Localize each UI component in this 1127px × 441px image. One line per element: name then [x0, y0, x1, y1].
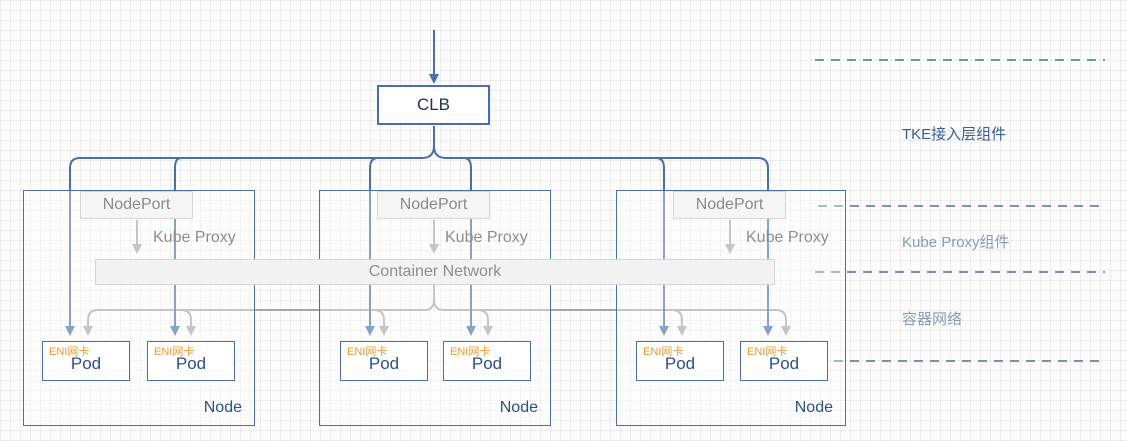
nodeport-box-1: NodePort	[80, 191, 193, 219]
eni-label: ENI网卡	[49, 346, 90, 358]
container-network-arrows	[83, 285, 791, 336]
node-label: Node	[203, 399, 242, 416]
pod-box: ENI网卡 Pod	[340, 341, 428, 381]
pod-label: Pod	[175, 354, 207, 373]
eni-label: ENI网卡	[747, 346, 788, 358]
nodeport-label: NodePort	[695, 196, 764, 213]
pod-label: Pod	[768, 354, 800, 373]
pod-box: ENI网卡 Pod	[42, 341, 130, 381]
nodeport-label: NodePort	[102, 196, 171, 213]
eni-label: ENI网卡	[450, 346, 491, 358]
kube-proxy-label-1: Kube Proxy	[153, 229, 236, 246]
layer-label-container-network: 容器网络	[902, 311, 963, 328]
pod-label: Pod	[368, 354, 400, 373]
kube-proxy-label-2: Kube Proxy	[445, 229, 528, 246]
pod-label: Pod	[471, 354, 503, 373]
eni-label: ENI网卡	[154, 346, 195, 358]
eni-label: ENI网卡	[643, 346, 684, 358]
container-network-label: Container Network	[368, 263, 502, 280]
nodeport-box-3: NodePort	[673, 191, 786, 219]
pod-box: ENI网卡 Pod	[636, 341, 724, 381]
clb-label: CLB	[416, 95, 451, 114]
node-label: Node	[499, 399, 538, 416]
node-label: Node	[794, 399, 833, 416]
node-box-1: Node	[23, 190, 255, 426]
pod-box: ENI网卡 Pod	[740, 341, 828, 381]
clb-box: CLB	[377, 85, 490, 125]
nodeport-arrows	[132, 220, 735, 254]
node-box-2: Node	[319, 190, 551, 426]
pod-box: ENI网卡 Pod	[443, 341, 531, 381]
eni-label: ENI网卡	[347, 346, 388, 358]
nodeport-box-2: NodePort	[377, 191, 490, 219]
pod-label: Pod	[664, 354, 696, 373]
layer-label-kube-proxy: Kube Proxy组件	[902, 234, 1010, 251]
container-network-bar: Container Network	[95, 259, 775, 285]
pod-box: ENI网卡 Pod	[147, 341, 235, 381]
clb-to-pod-lines	[65, 126, 773, 336]
nodeport-label: NodePort	[399, 196, 468, 213]
layer-label-tke: TKE接入层组件	[902, 126, 1007, 143]
layer-separators	[815, 59, 1105, 362]
node-box-3: Node	[616, 190, 846, 426]
kube-proxy-label-3: Kube Proxy	[746, 229, 829, 246]
pod-label: Pod	[70, 354, 102, 373]
